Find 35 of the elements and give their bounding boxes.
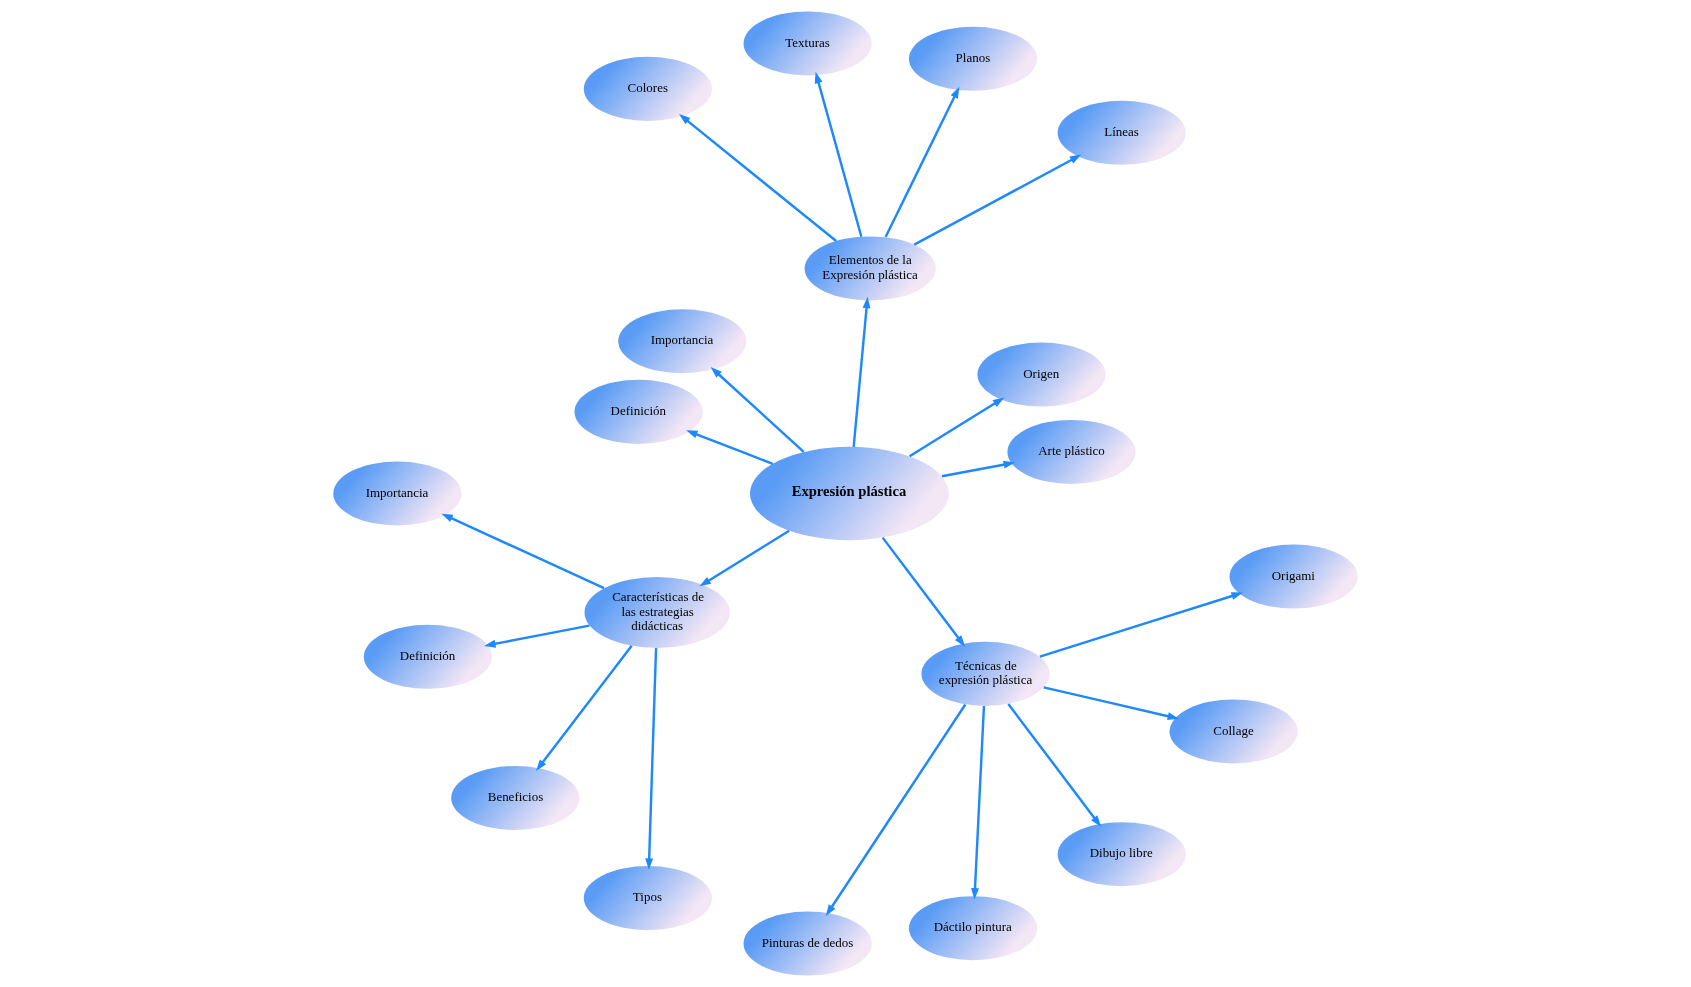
arrow: [1007, 703, 1102, 827]
arrow: [679, 114, 837, 242]
arrow: [1039, 592, 1243, 658]
arrow: [913, 154, 1082, 246]
node-ellipse: Elementos de la Expresión plástica: [804, 236, 936, 301]
node-ellipse: Importancia: [618, 309, 747, 374]
arrow: [814, 71, 863, 238]
node-ellipse: Expresión plástica: [749, 446, 949, 541]
arrow: [909, 397, 1005, 458]
arrow: [941, 460, 1015, 478]
arrow: [710, 367, 805, 453]
node-ellipse: Pinturas de dedos: [743, 911, 872, 976]
node-ellipse: Tipos: [583, 866, 712, 931]
arrow: [884, 86, 960, 238]
node-ellipse: Técnicas de expresión plástica: [921, 641, 1050, 706]
arrow: [971, 706, 986, 900]
arrow: [484, 624, 590, 648]
arrow: [699, 529, 790, 587]
node-ellipse: Arte plástico: [1007, 419, 1136, 485]
node-ellipse: Colores: [583, 56, 712, 121]
node-ellipse: Definición: [574, 379, 703, 444]
arrow: [825, 703, 967, 916]
node-ellipse: Texturas: [743, 11, 872, 76]
arrow: [686, 430, 774, 465]
arrow: [441, 513, 605, 590]
arrow: [852, 296, 871, 447]
arrow: [1043, 686, 1179, 721]
node-ellipse: Dáctilo pintura: [908, 896, 1038, 961]
arrow: [645, 648, 658, 870]
arrow: [536, 645, 633, 771]
node-ellipse: Planos: [908, 26, 1038, 91]
node-ellipse: Beneficios: [451, 765, 580, 831]
node-ellipse: Dibujo libre: [1057, 822, 1186, 887]
arrow: [881, 536, 965, 647]
node-ellipse: Definición: [363, 624, 492, 689]
